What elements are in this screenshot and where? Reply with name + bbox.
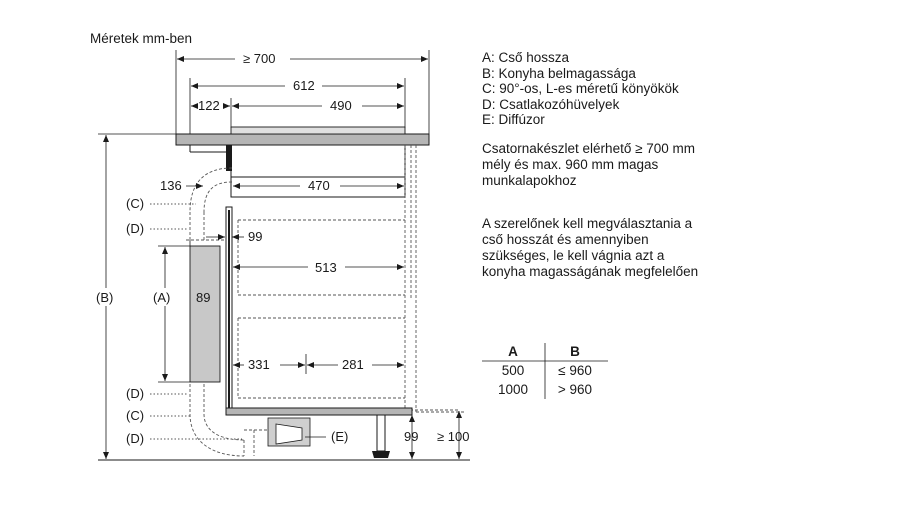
dim-99-lower-label: 99: [404, 429, 418, 444]
legend-item-e: E: Diffúzor: [482, 112, 545, 127]
callouts-left: (C) (D) (D) (C) (D): [126, 196, 242, 446]
dim-612-label: 612: [293, 78, 315, 93]
label-d-lower: (D): [126, 431, 144, 446]
table-cell: ≤ 960: [558, 363, 592, 378]
dimension-99-upper: 99: [206, 229, 262, 244]
note-installer-line: cső hosszát és amennyiben: [482, 232, 649, 247]
dim-513-label: 513: [315, 260, 337, 275]
dim-490-label: 490: [330, 98, 352, 113]
dimension-100: ≥ 100: [437, 411, 469, 459]
legend: A: Cső hossza B: Konyha belmagassága C: …: [482, 50, 882, 128]
table-cell: > 960: [557, 382, 593, 397]
plinth: [225, 407, 413, 458]
dim-331-label: 331: [248, 357, 270, 372]
label-d-upper: (D): [126, 221, 144, 236]
table-lines: [482, 343, 608, 399]
duct-pipe-a: [189, 245, 221, 383]
label-a: (A): [153, 290, 170, 305]
table-header-row: A B: [482, 342, 612, 361]
legend-item-d: D: Csatlakozóhüvelyek: [482, 96, 620, 112]
table-row: 500 ≤ 960: [482, 361, 612, 380]
legend-item-b: B: Konyha belmagassága: [482, 65, 636, 81]
top-extension-lines: [175, 50, 430, 134]
table-cell: 500: [501, 363, 525, 378]
dim-99-upper-label: 99: [248, 229, 262, 244]
dimension-700: ≥ 700: [177, 51, 428, 66]
label-c-upper: (C): [126, 196, 144, 211]
note-availability-line: Csatornakészlet elérhető ≥ 700 mm: [482, 141, 696, 156]
dimension-122: 122: [191, 98, 230, 113]
dim-470-label: 470: [308, 178, 330, 193]
dimension-612: 612: [191, 78, 404, 93]
dim-122-label: 122: [198, 98, 220, 113]
dim-700-label: ≥ 700: [243, 51, 275, 66]
note-installer-line: konyha magasságának megfelelően: [482, 264, 699, 279]
label-b: (B): [96, 290, 113, 305]
dim-100-label: ≥ 100: [437, 429, 469, 444]
dim-136-label: 136: [160, 178, 182, 193]
dimension-470: 136 470: [160, 178, 404, 193]
dim-281-label: 281: [342, 357, 364, 372]
dimension-b: (B): [96, 133, 176, 459]
note-installer-line: A szerelőnek kell megválasztania a: [482, 216, 693, 231]
note-availability-line: mély és max. 960 mm magas: [482, 157, 659, 172]
duct-panel: [225, 206, 233, 413]
table-header-b: B: [570, 344, 580, 359]
note-installer-line: szükséges, le kell vágnia azt a: [482, 248, 665, 263]
length-height-table: A B 500 ≤ 960 1000 > 960: [482, 342, 612, 399]
note-availability: Csatornakészlet elérhető ≥ 700 mm mély é…: [482, 141, 742, 189]
worktop: [175, 126, 430, 153]
dimension-331-281: 331 281: [233, 354, 404, 374]
legend-item-c: C: 90°-os, L-es méretű könyökök: [482, 81, 679, 96]
diagram-title: Méretek mm-ben: [90, 31, 193, 46]
dimension-99-lower: 99: [404, 415, 418, 459]
dim-89-label: 89: [196, 290, 210, 305]
table-cell: 1000: [497, 382, 529, 397]
dimension-a: (A): [153, 245, 190, 383]
dimension-513: 513: [233, 260, 404, 275]
label-e: (E): [331, 429, 348, 444]
dimension-490: 490: [232, 98, 404, 113]
elbow-ducts: [186, 167, 268, 457]
label-c-lower: (C): [126, 408, 144, 423]
note-installer: A szerelőnek kell megválasztania a cső h…: [482, 216, 742, 280]
callout-e: (E): [305, 429, 348, 444]
note-availability-line: munkalapokhoz: [482, 173, 577, 188]
table-row: 1000 > 960: [482, 380, 612, 399]
label-d-mid: (D): [126, 386, 144, 401]
legend-item-a: A: Cső hossza: [482, 50, 570, 65]
table-header-a: A: [508, 344, 518, 359]
